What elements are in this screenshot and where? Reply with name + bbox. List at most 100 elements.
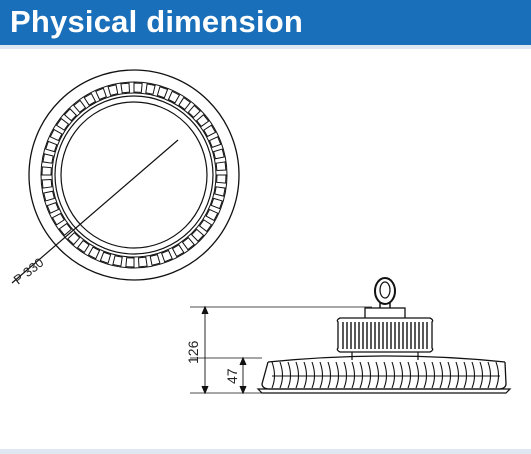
total-height-label: 126: [185, 340, 201, 364]
heatsink-fin: [303, 361, 308, 389]
fin-slot: [196, 114, 210, 128]
footer-divider: [0, 449, 531, 454]
arrow-base-top: [239, 356, 247, 366]
heatsink-fin: [319, 361, 324, 389]
lens-ring-outer: [54, 95, 214, 255]
fin-slot: [112, 255, 123, 267]
heatsink-fin: [471, 361, 476, 389]
fin-slot: [41, 166, 52, 176]
fin-slot: [43, 190, 55, 202]
fin-slot: [73, 99, 87, 113]
heatsink-fin: [495, 361, 500, 389]
fin-slot: [198, 219, 213, 233]
base-height-label: 47: [224, 368, 240, 384]
fin-slot: [58, 222, 72, 236]
page-title: Physical dimension: [10, 4, 304, 39]
heatsink-fin: [311, 361, 316, 389]
fin-slot: [190, 228, 205, 242]
fin-slot: [133, 82, 143, 93]
fin-slot: [187, 104, 201, 119]
lens-ring-inner: [60, 101, 208, 249]
heatsink-fin: [487, 361, 492, 389]
heatsink-base: [256, 388, 512, 394]
hanging-ring: [374, 277, 396, 305]
heatsink-top-rim: [267, 355, 506, 363]
heatsink-fin: [423, 361, 428, 389]
fin-slot: [149, 254, 161, 266]
arrow-total-top: [201, 305, 209, 315]
fin-slot: [213, 148, 225, 160]
fin-slot: [51, 212, 65, 226]
fin-slot: [95, 87, 107, 101]
hanging-ring-hole: [379, 281, 391, 299]
fin-slot: [49, 128, 63, 142]
heatsink-fin: [447, 361, 452, 389]
fin-slot: [46, 202, 60, 214]
fin-slot: [156, 86, 169, 99]
fin-slot: [178, 96, 192, 111]
heatsink-fin: [383, 361, 388, 389]
fin-slot: [125, 257, 135, 268]
outer-ring: [28, 69, 240, 281]
fin-slot: [167, 90, 181, 104]
fin-slot: [145, 83, 156, 95]
heatsink-fin: [463, 361, 468, 389]
heatsink-fins: [271, 361, 500, 389]
header-bar: Physical dimension: [0, 0, 531, 45]
heatsink-fin: [391, 361, 396, 389]
heatsink-fin: [351, 361, 356, 389]
fin-slot: [210, 197, 223, 210]
fin-slot: [205, 208, 219, 222]
heatsink-fin: [407, 361, 412, 389]
fin-slot: [137, 256, 148, 268]
heatsink-fin: [335, 361, 340, 389]
heatsink-fin: [295, 361, 300, 389]
fin-slot: [45, 140, 58, 153]
fin-ring-outer: [40, 81, 228, 269]
heatsink-fin: [439, 361, 444, 389]
fin-slot: [42, 153, 54, 164]
fin-slot: [171, 244, 185, 258]
heatsink-fin: [415, 361, 420, 389]
header-divider: [0, 45, 531, 49]
arrow-base-bottom: [239, 385, 247, 395]
heatsink-fin: [287, 361, 292, 389]
fin-slot: [83, 92, 97, 106]
heatsink-fin: [399, 361, 404, 389]
driver-fins: [342, 322, 428, 349]
heatsink-fin: [343, 361, 348, 389]
heatsink-fin: [431, 361, 436, 389]
fin-slot: [107, 84, 119, 96]
fin-slot: [55, 117, 70, 131]
fin-slot: [63, 108, 78, 122]
fin-slot: [203, 124, 217, 138]
driver-housing: [336, 317, 434, 353]
heatsink-fin: [455, 361, 460, 389]
cooling-fins: [41, 82, 227, 268]
fin-slot: [99, 251, 112, 264]
fin-slot: [215, 161, 227, 172]
side-view: [190, 277, 512, 395]
top-view: [11, 69, 240, 284]
fin-slot: [87, 246, 101, 260]
heatsink-fin: [279, 361, 284, 389]
diameter-line: [11, 139, 179, 284]
heatsink-fin: [271, 361, 276, 389]
fin-slot: [41, 178, 53, 189]
heatsink-fin: [359, 361, 364, 389]
heatsink-fin: [375, 361, 380, 389]
fin-slot: [161, 249, 173, 263]
fin-slot: [181, 237, 195, 251]
fin-slot: [216, 174, 227, 184]
arrow-total-bottom: [201, 385, 209, 395]
fin-ring-inner: [51, 92, 217, 258]
fin-slot: [214, 186, 226, 197]
fin-slot: [120, 82, 131, 94]
heatsink-fin: [327, 361, 332, 389]
fin-slot: [208, 136, 222, 148]
heatsink-fin: [479, 361, 484, 389]
heatsink-fin: [367, 361, 372, 389]
fin-slot: [67, 231, 81, 246]
diameter-label: P 330: [11, 255, 47, 288]
